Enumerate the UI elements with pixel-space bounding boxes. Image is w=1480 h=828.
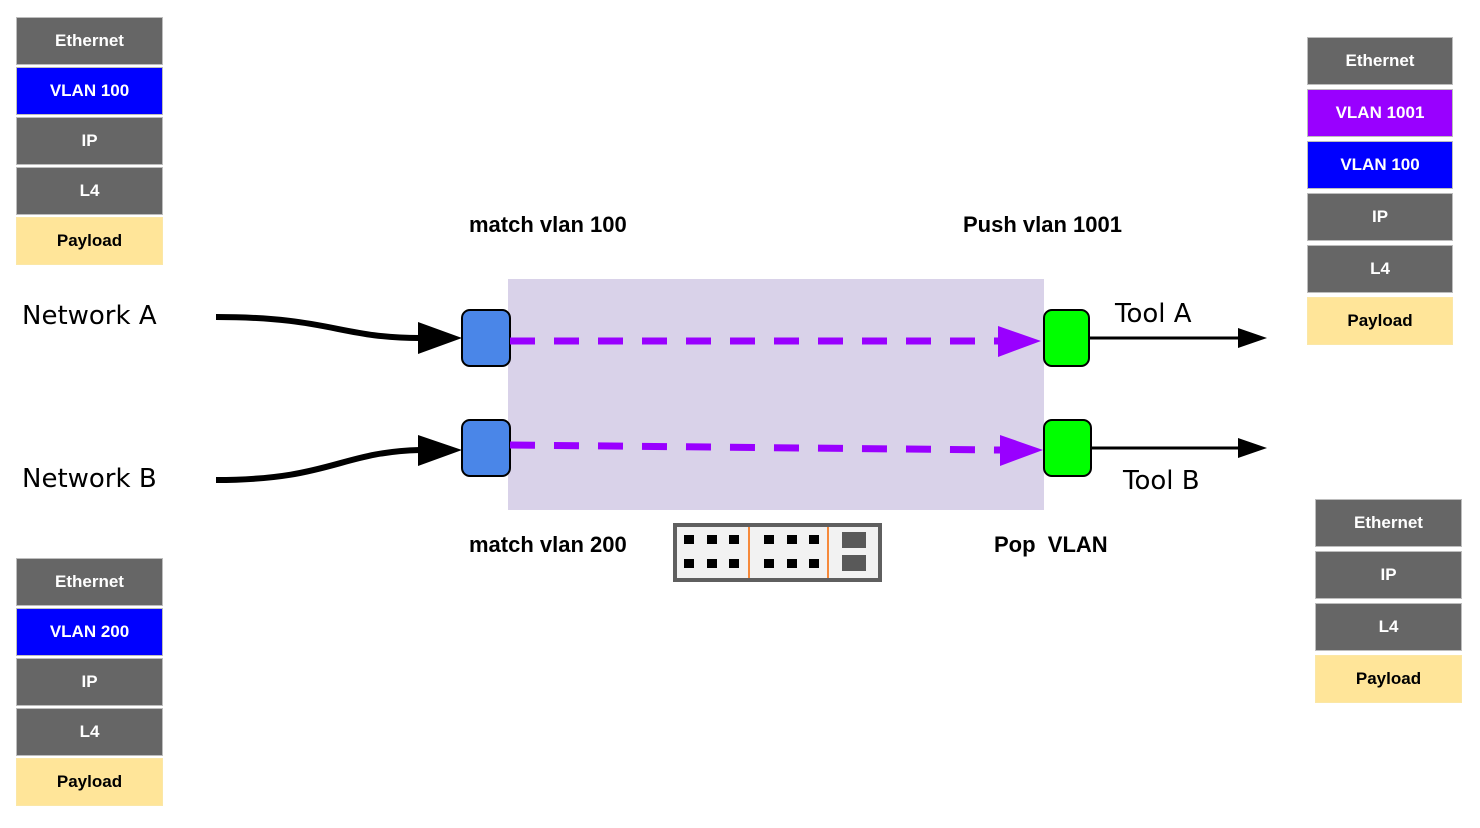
- switch-body: [508, 279, 1044, 510]
- pop-vlan-label: Pop VLAN: [994, 532, 1108, 557]
- header-ethernet: Ethernet: [16, 558, 163, 606]
- ingress-port-b[interactable]: [461, 419, 511, 477]
- header-l4: L4: [1315, 603, 1462, 651]
- header-l4: L4: [16, 708, 163, 756]
- flow-path-b-arrowhead: [1000, 435, 1043, 466]
- network-a-arrowhead: [418, 322, 462, 354]
- network-b-arrow: [215, 447, 421, 483]
- network-a-arrow: [215, 314, 421, 341]
- switch-icon: [673, 523, 882, 582]
- header-ethernet: Ethernet: [16, 17, 163, 65]
- header-vlan-200: VLAN 200: [16, 608, 163, 656]
- header-ip: IP: [1315, 551, 1462, 599]
- match-vlan-100-label: match vlan 100: [469, 212, 627, 237]
- network-b-label: Network B: [22, 464, 157, 494]
- tool-b-arrowhead: [1238, 438, 1267, 458]
- push-vlan-label: Push vlan 1001: [963, 212, 1122, 237]
- match-vlan-200-label: match vlan 200: [469, 532, 627, 557]
- header-vlan-100: VLAN 100: [1307, 141, 1453, 189]
- header-ip: IP: [16, 117, 163, 165]
- header-l4: L4: [16, 167, 163, 215]
- ingress-port-a[interactable]: [461, 309, 511, 367]
- tool-a-label: Tool A: [1115, 299, 1192, 329]
- header-payload: Payload: [1307, 297, 1453, 345]
- header-ethernet: Ethernet: [1307, 37, 1453, 85]
- header-payload: Payload: [16, 217, 163, 265]
- tool-b-label: Tool B: [1123, 466, 1200, 496]
- flow-path-a-arrowhead: [998, 326, 1041, 357]
- header-ethernet: Ethernet: [1315, 499, 1462, 547]
- header-ip: IP: [16, 658, 163, 706]
- header-payload: Payload: [16, 758, 163, 806]
- header-ip: IP: [1307, 193, 1453, 241]
- header-payload: Payload: [1315, 655, 1462, 703]
- tool-a-arrowhead: [1238, 328, 1267, 348]
- header-l4: L4: [1307, 245, 1453, 293]
- network-b-arrowhead: [418, 435, 462, 466]
- egress-port-b[interactable]: [1043, 419, 1092, 477]
- flow-path-b: [509, 441, 1001, 454]
- network-a-label: Network A: [22, 301, 157, 331]
- header-vlan-1001: VLAN 1001: [1307, 89, 1453, 137]
- header-vlan-100: VLAN 100: [16, 67, 163, 115]
- egress-port-a[interactable]: [1043, 309, 1090, 367]
